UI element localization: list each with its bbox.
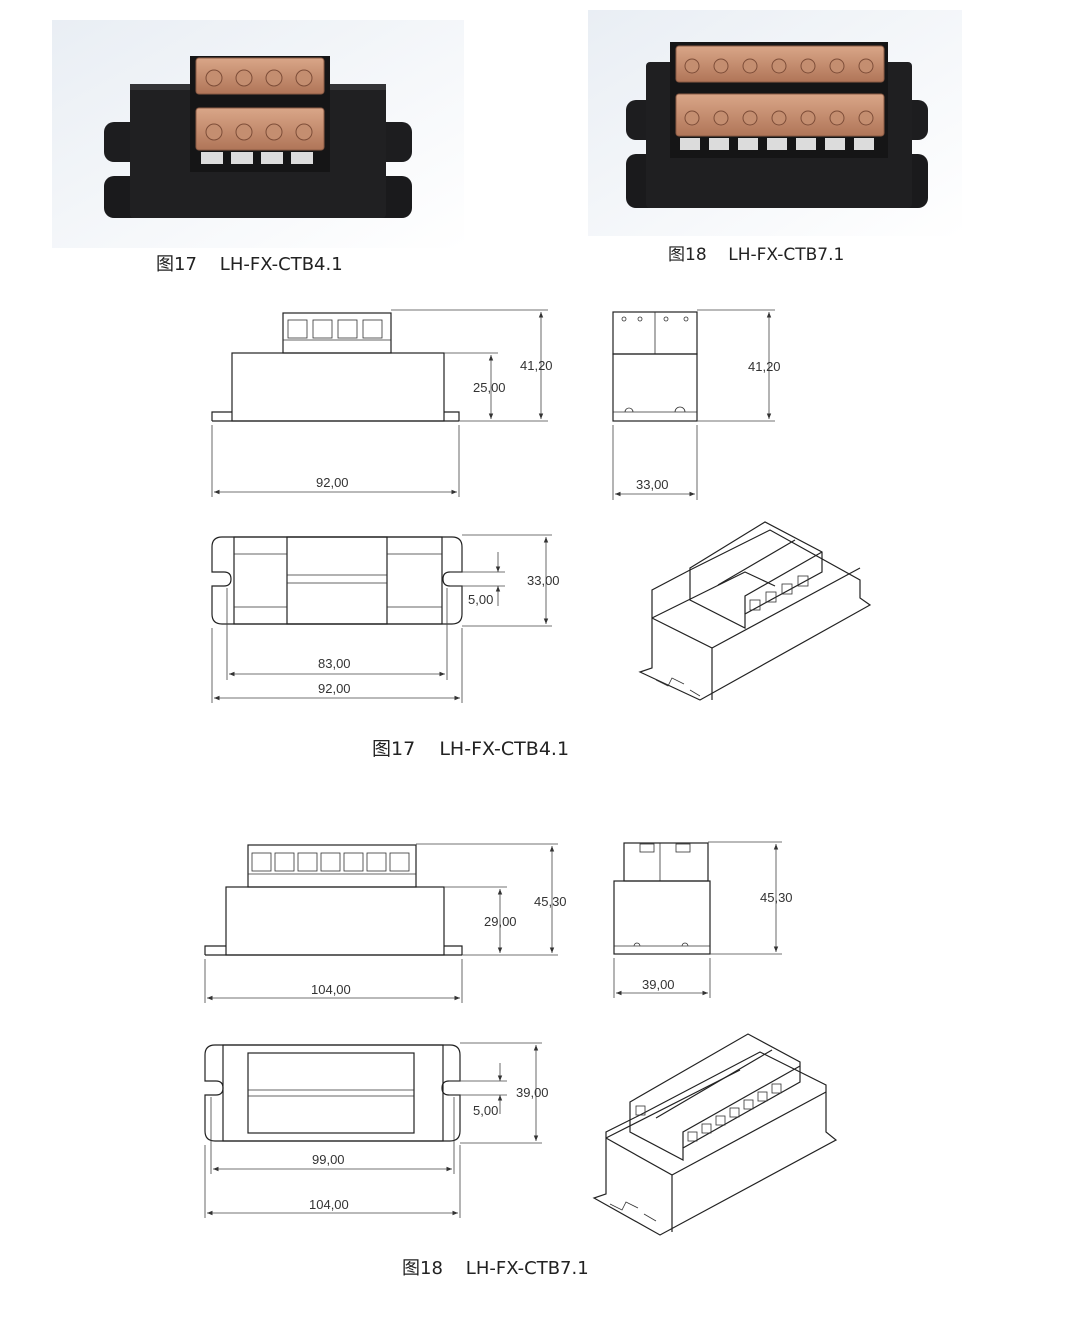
- ctb7-top-depth: 39,00: [516, 1085, 549, 1100]
- ctb4-top-slot: 5,00: [468, 592, 493, 607]
- ctb4-top-view: [211, 534, 552, 703]
- ctb7-front-view: [204, 843, 558, 1003]
- ctb4-side-total-height: 41,20: [748, 359, 781, 374]
- ctb7-front-body-height: 29,00: [484, 914, 517, 929]
- ctb7-top-hole-spacing: 99,00: [312, 1152, 345, 1167]
- ctb7-side-width: 39,00: [642, 977, 675, 992]
- product-photo-ctb4: [52, 20, 464, 248]
- ctb4-front-view: [211, 309, 548, 497]
- ctb4-front-total-height: 41,20: [520, 358, 553, 373]
- ctb7-iso-view: [592, 1033, 838, 1236]
- ctb4-front-body-height: 25,00: [473, 380, 506, 395]
- drawing-caption-ctb4: 图17 LH-FX-CTB4.1: [372, 738, 569, 760]
- ctb7-front-total-height: 45,30: [534, 894, 567, 909]
- ctb4-iso-view: [638, 521, 872, 701]
- photo-caption-left: 图17 LH-FX-CTB4.1: [156, 254, 343, 275]
- ctb7-side-view: [613, 841, 782, 998]
- ctb7-side-total-height: 45,30: [760, 890, 793, 905]
- ctb4-top-width: 92,00: [318, 681, 351, 696]
- drawing-caption-ctb7: 图18 LH-FX-CTB7.1: [402, 1258, 589, 1279]
- ctb4-top-depth: 33,00: [527, 573, 560, 588]
- ctb7-top-width: 104,00: [309, 1197, 349, 1212]
- ctb7-top-slot: 5,00: [473, 1103, 498, 1118]
- ctb4-front-width: 92,00: [316, 475, 349, 490]
- ctb7-front-width: 104,00: [311, 982, 351, 997]
- ctb4-side-view: [612, 309, 775, 500]
- terminal-cover-bottom: [675, 93, 885, 137]
- ctb4-side-width: 33,00: [636, 477, 669, 492]
- photo-caption-right: 图18 LH-FX-CTB7.1: [668, 245, 844, 265]
- terminal-cover-bottom: [195, 107, 325, 151]
- ctb4-top-hole-spacing: 83,00: [318, 656, 351, 671]
- product-photo-ctb7: [588, 10, 962, 236]
- ctb7-top-view: [204, 1042, 542, 1218]
- terminal-cover-top: [675, 45, 885, 83]
- terminal-cover-top: [195, 57, 325, 95]
